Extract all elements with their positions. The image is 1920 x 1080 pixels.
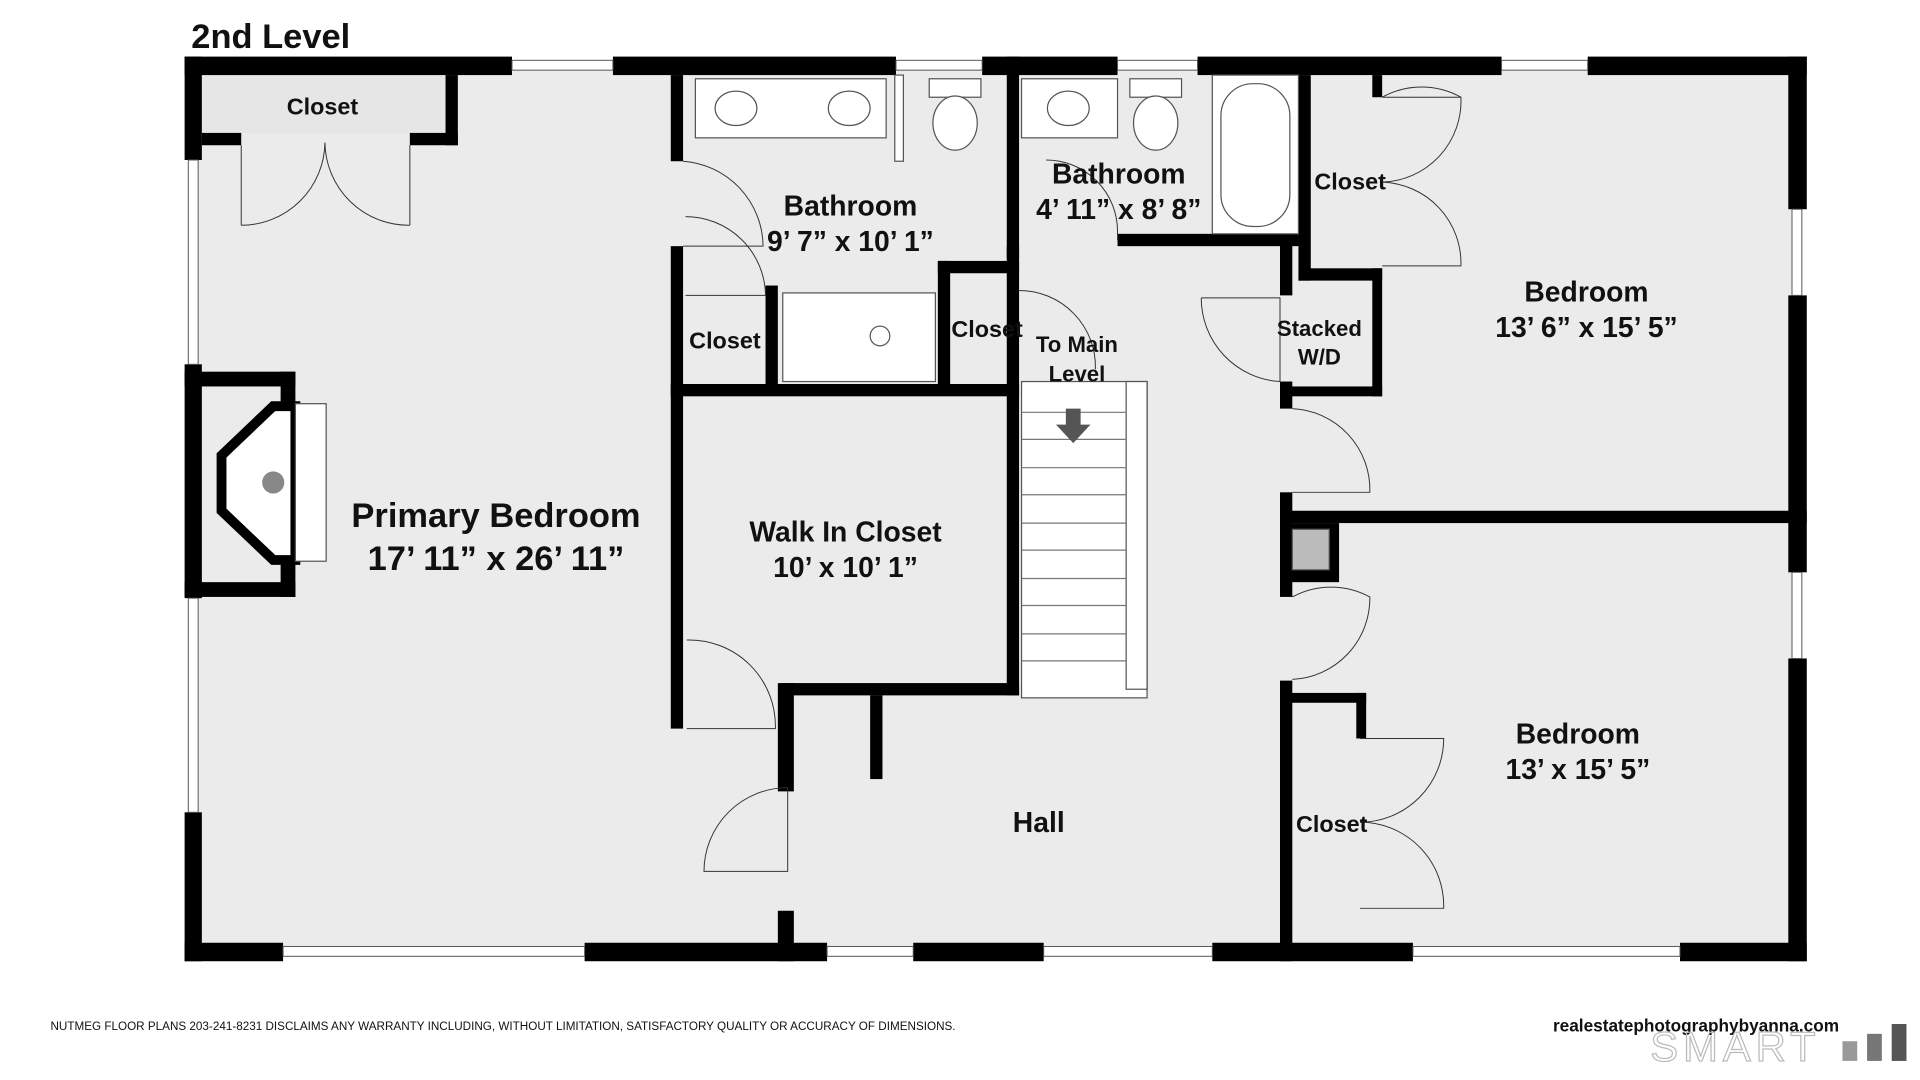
label-closet: Closet <box>1314 169 1386 195</box>
floor-area <box>193 66 1799 953</box>
smart-mls-logo: SMART <box>1650 1022 1907 1071</box>
label-bathroom: Bathroom <box>1052 157 1186 189</box>
chimney-hatch <box>1291 528 1330 571</box>
label-closet: Closet <box>689 327 761 353</box>
label-primary-bedroom-dim: 17’ 11” x 26’ 11” <box>368 540 625 578</box>
svg-text:SMART: SMART <box>1650 1023 1820 1070</box>
label-closet: Closet <box>951 316 1023 342</box>
label-stacked-wd: Stacked <box>1277 316 1362 341</box>
label-primary-bedroom: Primary Bedroom <box>351 497 640 535</box>
disclaimer: NUTMEG FLOOR PLANS 203-241-8231 DISCLAIM… <box>50 1020 955 1033</box>
label-bathroom-dim: 4’ 11” x 8’ 8” <box>1036 193 1201 225</box>
label-closet: Closet <box>287 93 359 119</box>
closet-floor <box>201 75 446 133</box>
label-stairs: To Main <box>1036 332 1118 357</box>
arrow-down-icon <box>1056 408 1091 444</box>
doors <box>240 86 1462 909</box>
flame-icon <box>262 471 285 494</box>
label-walk-in-closet: Walk In Closet <box>749 516 942 548</box>
walls <box>184 56 1807 962</box>
label-stacked-wd: W/D <box>1298 344 1341 369</box>
label-bedroom-dim: 13’ 6” x 15’ 5” <box>1495 311 1678 343</box>
label-closet: Closet <box>1296 811 1368 837</box>
labels: 2nd Level Closet Bathroom 9’ 7” x 10’ 1”… <box>191 18 1677 838</box>
label-bathroom: Bathroom <box>784 189 918 221</box>
label-stairs: Level <box>1049 362 1106 387</box>
fixtures <box>216 74 1300 565</box>
page-title: 2nd Level <box>191 18 350 56</box>
label-bedroom: Bedroom <box>1516 717 1640 749</box>
website-link: realestatephotographybyanna.com <box>1553 1015 1839 1035</box>
label-bedroom-dim: 13’ x 15’ 5” <box>1505 753 1650 785</box>
windows <box>187 59 1803 957</box>
label-hall: Hall <box>1013 806 1065 838</box>
label-walk-in-closet-dim: 10’ x 10’ 1” <box>773 551 918 583</box>
label-bathroom-dim: 9’ 7” x 10’ 1” <box>767 225 934 257</box>
stairs[interactable] <box>1020 380 1148 699</box>
label-bedroom: Bedroom <box>1524 276 1648 308</box>
